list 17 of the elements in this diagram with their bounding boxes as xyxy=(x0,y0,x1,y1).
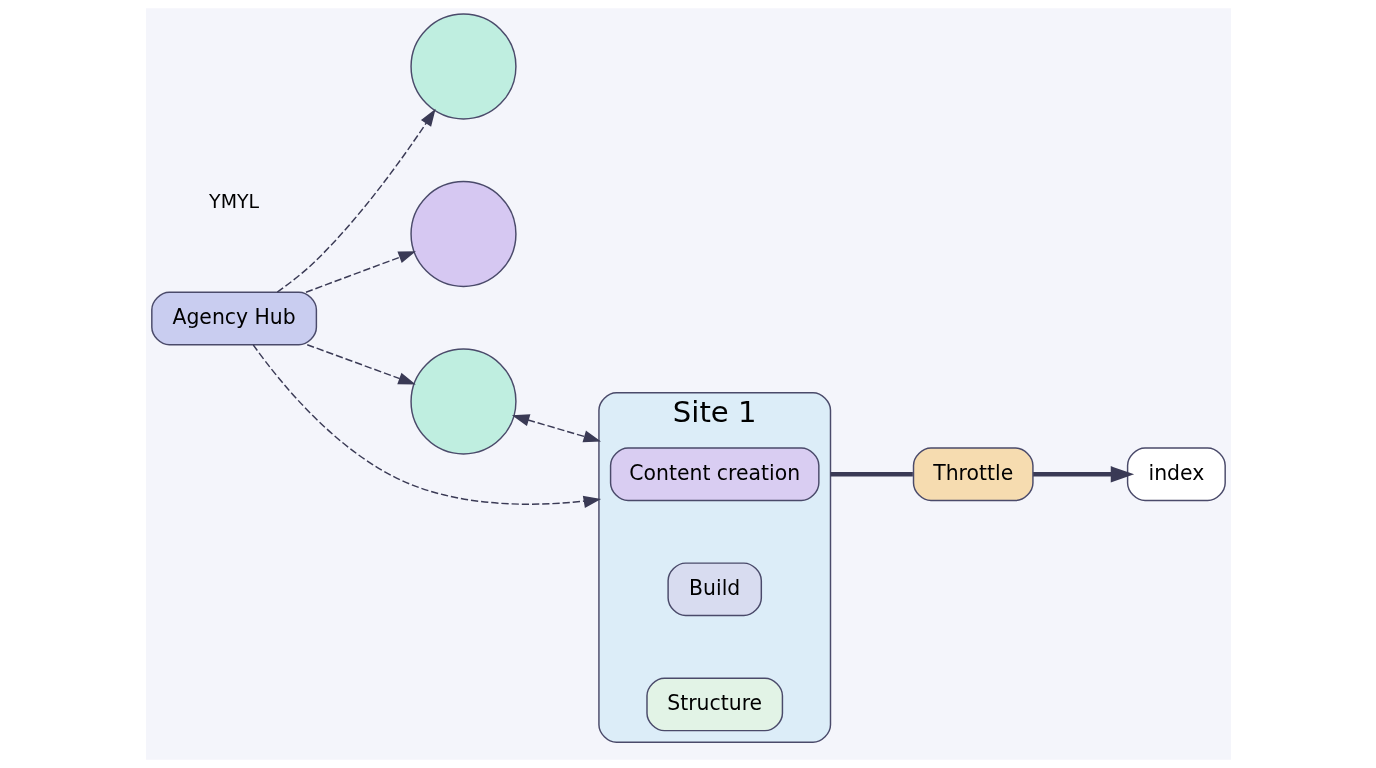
arrow xyxy=(1032,466,1134,483)
node-circle xyxy=(409,13,517,120)
node-box: Structure xyxy=(645,677,783,732)
arrow xyxy=(304,251,416,293)
label: YMYL xyxy=(208,190,259,213)
node-box: Throttle xyxy=(912,447,1034,502)
node-box: index xyxy=(1126,447,1226,502)
node-box: Content creation xyxy=(609,447,820,502)
arrow xyxy=(511,414,601,443)
node-circle xyxy=(409,180,517,288)
node-box: Build xyxy=(666,562,762,617)
node-circle xyxy=(409,348,517,455)
arrow xyxy=(252,344,601,508)
arrow xyxy=(276,108,436,293)
node-box: Agency Hub xyxy=(150,291,317,346)
arrow xyxy=(306,344,416,385)
connector xyxy=(830,472,913,477)
